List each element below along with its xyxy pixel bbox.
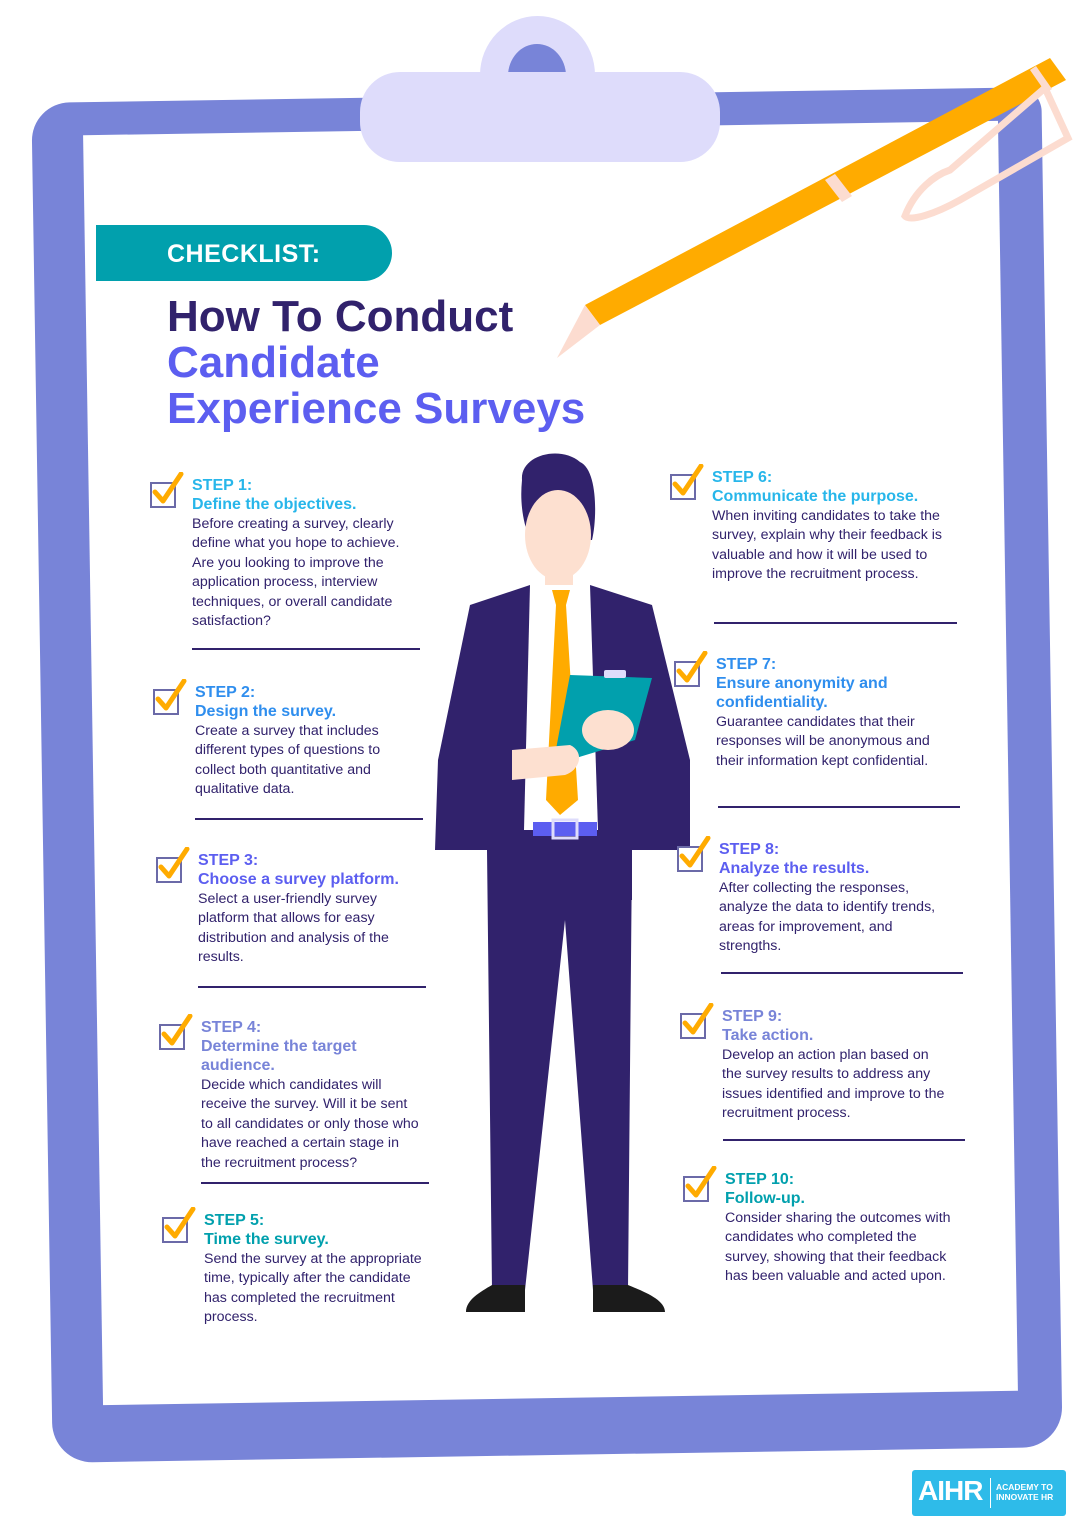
checkbox-step-4[interactable] xyxy=(159,1014,193,1050)
checklist-banner xyxy=(96,225,392,281)
step-description: Create a survey that includes different … xyxy=(195,723,381,798)
step-number: STEP 5: xyxy=(204,1212,265,1229)
divider xyxy=(721,972,963,974)
step-6: STEP 6: Communicate the purpose. When in… xyxy=(670,464,950,585)
step-number: STEP 3: xyxy=(198,852,259,869)
step-number: STEP 9: xyxy=(722,1008,783,1025)
step-7: STEP 7: Ensure anonymity and confidentia… xyxy=(674,651,944,771)
step-title: Ensure anonymity and confidentiality. xyxy=(716,675,888,711)
step-5: STEP 5: Time the survey. Send the survey… xyxy=(162,1207,422,1328)
step-number: STEP 7: xyxy=(716,656,777,673)
checkmark-icon xyxy=(158,847,190,879)
checkmark-icon xyxy=(155,679,187,711)
checkmark-icon xyxy=(672,464,704,496)
step-description: Send the survey at the appropriate time,… xyxy=(204,1251,422,1326)
checkmark-icon xyxy=(679,836,711,868)
logo-tagline-line-2: INNOVATE HR xyxy=(996,1492,1054,1502)
step-title: Define the objectives. xyxy=(192,496,357,513)
logo-wordmark: AIHR xyxy=(918,1475,983,1506)
page-title: How To Conduct Candidate Experience Surv… xyxy=(167,294,585,432)
checkbox-step-8[interactable] xyxy=(677,836,711,872)
step-title: Design the survey. xyxy=(195,703,337,720)
checkbox-step-6[interactable] xyxy=(670,464,704,500)
logo-divider xyxy=(990,1478,991,1508)
clipboard-clip xyxy=(360,72,720,162)
pencil-icon xyxy=(557,58,1073,358)
divider xyxy=(723,1139,965,1141)
step-title: Take action. xyxy=(722,1027,814,1044)
step-description: When inviting candidates to take the sur… xyxy=(712,508,942,583)
step-title: Time the survey. xyxy=(204,1231,329,1248)
step-number: STEP 2: xyxy=(195,684,256,701)
step-8: STEP 8: Analyze the results. After colle… xyxy=(677,836,947,957)
step-description: Consider sharing the outcomes with candi… xyxy=(725,1210,951,1285)
step-4: STEP 4: Determine the target audience. D… xyxy=(159,1014,419,1173)
step-2: STEP 2: Design the survey. Create a surv… xyxy=(153,679,413,800)
title-line-2: Candidate xyxy=(167,338,380,387)
title-line-1: How To Conduct xyxy=(167,292,514,341)
checkbox-step-3[interactable] xyxy=(156,847,190,883)
checkmark-icon xyxy=(152,472,184,504)
divider xyxy=(195,818,423,820)
step-description: Develop an action plan based on the surv… xyxy=(722,1047,945,1122)
step-description: After collecting the responses, analyze … xyxy=(719,880,936,955)
step-title: Determine the target audience. xyxy=(201,1038,357,1074)
checkbox-step-9[interactable] xyxy=(680,1003,714,1039)
checkmark-icon xyxy=(685,1166,717,1198)
step-description: Before creating a survey, clearly define… xyxy=(192,516,400,630)
step-3: STEP 3: Choose a survey platform. Select… xyxy=(156,847,416,968)
checklist-label: CHECKLIST: xyxy=(167,240,321,268)
divider xyxy=(714,622,957,624)
divider xyxy=(192,648,420,650)
step-number: STEP 8: xyxy=(719,841,780,858)
checkbox-step-2[interactable] xyxy=(153,679,187,715)
divider xyxy=(201,1182,429,1184)
step-number: STEP 4: xyxy=(201,1019,262,1036)
step-title: Communicate the purpose. xyxy=(712,488,919,505)
step-1: STEP 1: Define the objectives. Before cr… xyxy=(150,472,410,631)
divider xyxy=(198,986,426,988)
checkbox-step-5[interactable] xyxy=(162,1207,196,1243)
checkmark-icon xyxy=(682,1003,714,1035)
step-title: Choose a survey platform. xyxy=(198,871,399,888)
checkbox-step-7[interactable] xyxy=(674,651,708,687)
checkbox-step-1[interactable] xyxy=(150,472,184,508)
title-line-3: Experience Surveys xyxy=(167,384,586,433)
step-title: Analyze the results. xyxy=(719,860,870,877)
logo-tagline-line-1: ACADEMY TO xyxy=(996,1482,1053,1492)
checkmark-icon xyxy=(164,1207,196,1239)
step-description: Decide which candidates will receive the… xyxy=(201,1077,419,1171)
businessman-illustration xyxy=(435,453,690,1312)
step-description: Select a user-friendly survey platform t… xyxy=(198,891,389,966)
step-10: STEP 10: Follow-up. Consider sharing the… xyxy=(683,1166,953,1287)
step-description: Guarantee candidates that their response… xyxy=(716,714,930,769)
step-number: STEP 1: xyxy=(192,477,253,494)
step-number: STEP 10: xyxy=(725,1171,795,1188)
divider xyxy=(718,806,960,808)
checkmark-icon xyxy=(161,1014,193,1046)
step-9: STEP 9: Take action. Develop an action p… xyxy=(680,1003,950,1124)
checkbox-step-10[interactable] xyxy=(683,1166,717,1202)
logo-tagline: ACADEMY TO INNOVATE HR xyxy=(996,1482,1053,1502)
step-title: Follow-up. xyxy=(725,1190,805,1207)
checkmark-icon xyxy=(676,651,708,683)
step-number: STEP 6: xyxy=(712,469,773,486)
aihr-logo[interactable] xyxy=(912,1470,1066,1516)
